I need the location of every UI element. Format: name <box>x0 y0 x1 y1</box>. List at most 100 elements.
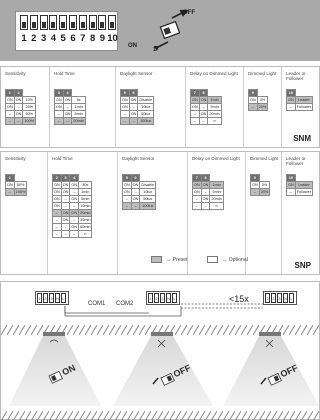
table-cell: ON <box>52 195 62 203</box>
terminal-1: 1 <box>37 293 42 303</box>
terminal-N: N <box>55 293 60 303</box>
table-cell: 30s <box>78 181 93 189</box>
floor-hatch <box>1 408 319 420</box>
table-cell: ON <box>190 103 200 111</box>
table-cell: 50lux <box>139 195 157 203</box>
table-cell: 5min <box>209 188 224 196</box>
table-cell: – <box>128 117 139 125</box>
table-cell: Leader <box>294 181 314 189</box>
wiring-lines <box>64 303 263 317</box>
legend-preset: → Preset <box>151 256 188 263</box>
dip-number-1: 1 <box>21 33 27 44</box>
table-cell: ON <box>5 96 15 104</box>
table-cell: 50% <box>13 181 28 189</box>
group-heading: Daylight Sensor <box>120 71 153 76</box>
table-cell: – <box>200 202 211 210</box>
table-cell: 5min <box>207 103 222 111</box>
table-cell: – <box>5 188 15 196</box>
com2-label: COM2 <box>116 301 134 307</box>
table-cell: – <box>13 117 24 125</box>
dip-number-4: 4 <box>50 33 57 44</box>
terminal-2: 2 <box>154 293 159 303</box>
table-row: –ON–30min <box>52 216 93 224</box>
table-cell: ON <box>200 181 211 189</box>
table-cell: ON <box>52 202 62 210</box>
dip-switch-5 <box>59 15 68 30</box>
table-cell: ON <box>250 181 260 189</box>
table-cell: ON <box>122 188 132 196</box>
group-heading: Leader or Follower <box>286 71 306 82</box>
table-cell: 20min <box>71 117 86 125</box>
table-cell: – <box>192 202 202 210</box>
dip-switch-10 <box>108 15 117 30</box>
switch-column-header: 4 <box>69 174 80 182</box>
dip-number-6: 6 <box>70 33 76 44</box>
table-cell: ON <box>13 96 24 104</box>
table-cell: – <box>190 117 200 125</box>
table-cell: ON <box>60 216 71 224</box>
table-cell: Follower <box>294 103 314 111</box>
group-heading: Hold Time <box>52 156 73 161</box>
terminal-L: L <box>289 293 294 303</box>
table-cell: 50lux <box>137 110 155 118</box>
table-cell: – <box>250 188 260 196</box>
switch-column-header: 5 <box>122 174 132 182</box>
switch-column-header: 6 <box>128 89 139 97</box>
table-cell: – <box>52 209 62 217</box>
table-cell: 100% <box>13 188 28 196</box>
table-cell: – <box>198 117 209 125</box>
terminal-L: L <box>61 293 66 303</box>
table-cell: ON <box>60 209 71 217</box>
switch-column-header: 10 <box>286 174 296 182</box>
table-cell: ON <box>122 181 132 189</box>
table-cell: 0% <box>258 181 271 189</box>
table-cell: 20min <box>78 209 93 217</box>
table-cell: ON <box>120 96 130 104</box>
terminal-1: 1 <box>148 293 153 303</box>
table-cell: ON <box>128 96 139 104</box>
dip-number-3: 3 <box>40 33 47 44</box>
table-cell: ON <box>54 103 64 111</box>
table-cell: 1min <box>78 188 93 196</box>
table-cell: ON <box>69 223 80 231</box>
table-cell: – <box>62 103 73 111</box>
table-cell: Disable <box>139 181 157 189</box>
table-cell: 1min <box>71 103 86 111</box>
group-heading: Delay on Dimmed Light <box>192 156 240 161</box>
table-cell: ON <box>190 96 200 104</box>
table-cell: – <box>200 188 211 196</box>
table-row: ON–5min <box>190 103 222 111</box>
preset-swatch <box>151 256 162 263</box>
table-cell: – <box>52 216 62 224</box>
table-cell: 100lux <box>139 202 157 210</box>
table-cell: ON <box>69 195 80 203</box>
switch-column-header: 7 <box>192 174 202 182</box>
switch-column-header: 3 <box>60 174 71 182</box>
table-cell: – <box>69 230 80 238</box>
table-cell: ON <box>120 103 130 111</box>
table-row: ––20min <box>54 117 86 125</box>
lamps <box>9 332 319 406</box>
terminal-2: 2 <box>271 293 276 303</box>
switch-column-header: 5 <box>120 89 130 97</box>
